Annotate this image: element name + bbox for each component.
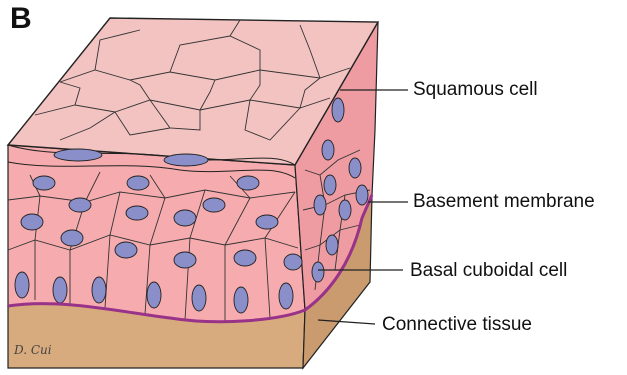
- label-basement-membrane: Basement membrane: [413, 191, 595, 213]
- label-connective-tissue: Connective tissue: [382, 314, 532, 336]
- artist-signature: D. Cui: [14, 343, 52, 357]
- panel-letter: B: [10, 2, 32, 36]
- label-basal-cuboidal-cell: Basal cuboidal cell: [410, 260, 567, 282]
- label-squamous-cell: Squamous cell: [413, 79, 538, 101]
